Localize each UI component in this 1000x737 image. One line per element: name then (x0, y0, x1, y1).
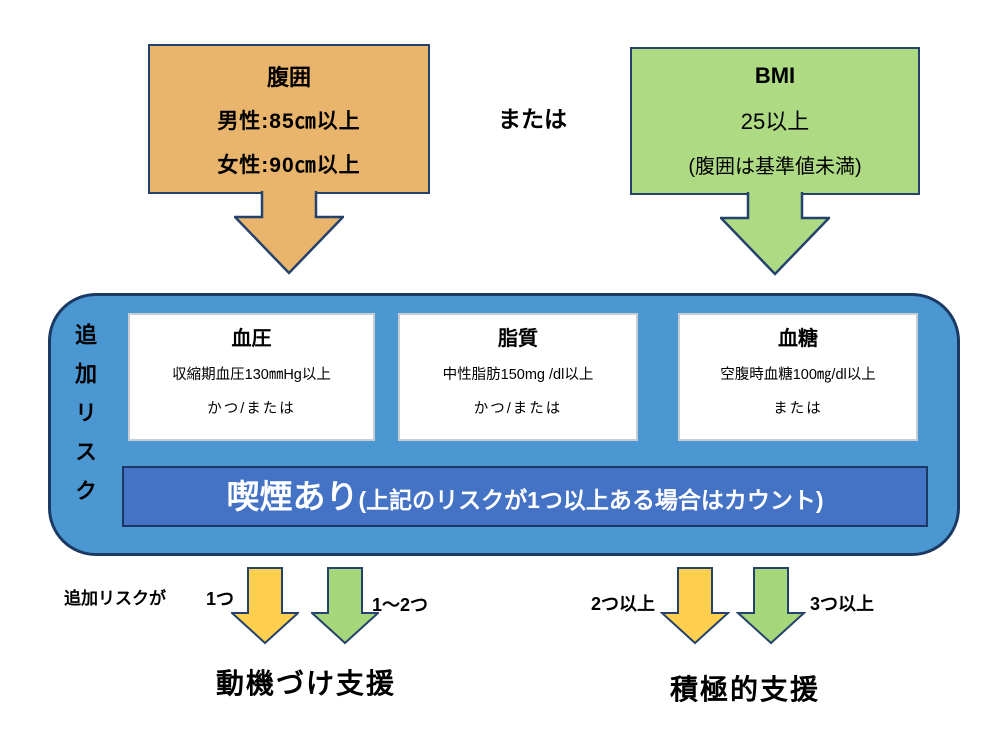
lipid-title: 脂質 (498, 328, 538, 350)
bmi-value-line: 25以上 (740, 108, 810, 134)
bmi-criterion-box: BMI 25以上 (腹囲は基準値未満) (630, 47, 920, 195)
down-arrow-icon (736, 567, 806, 645)
bmi-box-title: BMI (754, 63, 796, 89)
active-support-label: 積極的支援 (669, 674, 820, 705)
blood-sugar-box: 血糖 空腹時血糖100㎎/dl以上 または (678, 313, 918, 441)
down-arrow-shape (736, 567, 806, 645)
down-arrow-icon (231, 567, 299, 645)
down-arrow-icon (311, 567, 379, 645)
waist-criterion-box: 腹囲 男性:85㎝以上 女性:90㎝以上 (148, 44, 430, 194)
motivational-support-label: 動機づけ支援 (215, 668, 396, 699)
motivational-gold-count-label: 1つ (206, 589, 235, 609)
down-arrow-shape (660, 567, 730, 645)
bmi-note-line: (腹囲は基準値未満) (688, 155, 862, 178)
motivational-green-count-label: 1〜2つ (372, 595, 429, 615)
blood-pressure-connector: かつ/または (207, 401, 296, 417)
active-green-count-label: 3つ以上 (810, 594, 875, 614)
smoking-note-text: (上記のリスクが1つ以上ある場合はカウント) (358, 487, 824, 513)
blood-sugar-connector: または (773, 401, 823, 417)
lipid-connector: かつ/または (473, 401, 563, 417)
smoking-main-text: 喫煙あり (226, 478, 359, 515)
waist-box-title: 腹囲 (266, 64, 311, 90)
down-arrow-shape (234, 191, 344, 275)
additional-risk-count-label: 追加リスクが (64, 589, 166, 608)
or-label: または (498, 106, 567, 132)
waist-female-line: 女性:90㎝以上 (217, 153, 361, 177)
lipid-box: 脂質 中性脂肪150mg /dl以上 かつ/または (398, 313, 638, 441)
blood-pressure-criteria: 収縮期血圧130㎜Hg以上 (172, 367, 331, 383)
down-arrow-shape (231, 567, 299, 645)
additional-risk-side-label: 追加リスク (72, 323, 97, 518)
blood-pressure-box: 血圧 収縮期血圧130㎜Hg以上 かつ/または (128, 313, 375, 441)
blood-sugar-criteria: 空腹時血糖100㎎/dl以上 (720, 367, 876, 383)
down-arrow-icon (720, 192, 830, 276)
down-arrow-shape (311, 567, 379, 645)
smoking-bar: 喫煙あり (上記のリスクが1つ以上ある場合はカウント) (122, 466, 928, 527)
blood-sugar-title: 血糖 (778, 328, 818, 350)
down-arrow-shape (720, 192, 830, 276)
waist-male-line: 男性:85㎝以上 (217, 110, 361, 133)
down-arrow-icon (234, 191, 344, 275)
blood-pressure-title: 血圧 (231, 328, 272, 350)
active-gold-count-label: 2つ以上 (591, 594, 656, 614)
down-arrow-icon (660, 567, 730, 645)
lipid-criteria: 中性脂肪150mg /dl以上 (442, 367, 594, 383)
